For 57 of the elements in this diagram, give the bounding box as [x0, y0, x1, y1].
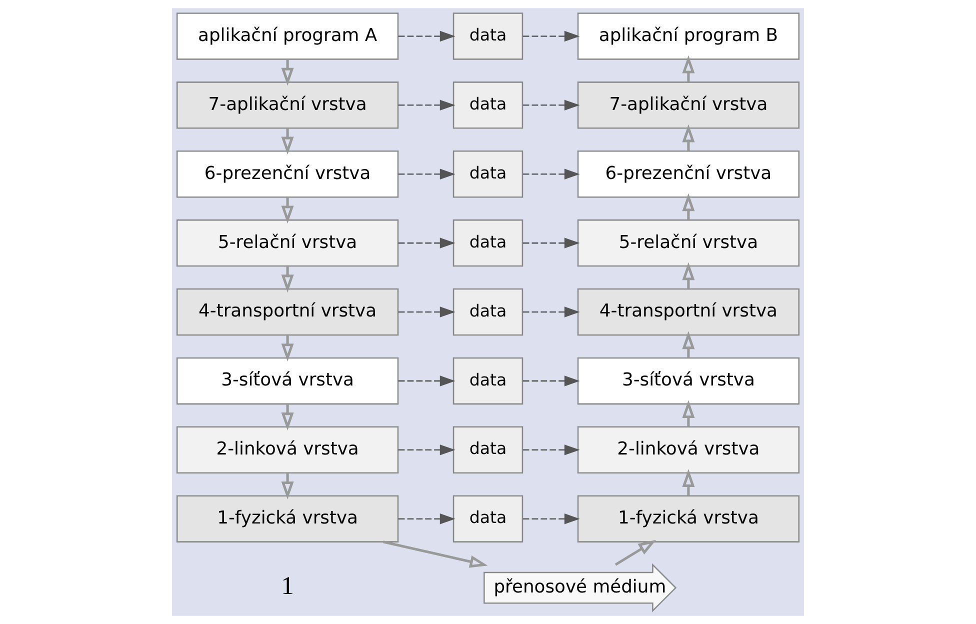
arrow	[398, 306, 456, 318]
node-box: 5-relační vrstva	[577, 219, 800, 267]
node-box: 4-transportní vrstva	[577, 288, 800, 336]
arrow	[682, 400, 695, 427]
arrow	[522, 376, 580, 386]
arrow	[398, 376, 456, 386]
node-box: data	[452, 219, 524, 267]
label: 1	[281, 571, 294, 600]
arrow	[522, 513, 580, 524]
arrow	[522, 444, 580, 456]
node-box: 3-síťová vrstva	[176, 357, 399, 405]
node-box: data	[452, 12, 524, 60]
arrow	[281, 128, 294, 155]
node-box: data	[452, 426, 524, 474]
arrow	[522, 306, 580, 318]
node-box: 1-fyzická vrstva	[176, 495, 399, 542]
arrow	[682, 262, 695, 289]
node-box: 4-transportní vrstva	[176, 288, 399, 336]
arrow	[398, 100, 456, 111]
arrow	[281, 335, 294, 362]
node-box: aplikační program B	[577, 12, 800, 60]
arrow	[398, 168, 456, 180]
node-box: data	[452, 82, 524, 129]
arrow	[281, 404, 294, 430]
arrow	[398, 30, 456, 42]
arrow	[522, 238, 580, 248]
node-box: 2-linková vrstva	[176, 426, 399, 474]
node-box: 6-prezenční vrstva	[577, 150, 800, 198]
node-box: 7-aplikační vrstva	[577, 82, 800, 129]
arrow	[682, 193, 695, 220]
arrow	[682, 124, 695, 151]
node-box: aplikační program A	[176, 12, 399, 60]
node-box: 2-linková vrstva	[577, 426, 800, 474]
arrow	[398, 238, 456, 248]
arrow	[522, 30, 580, 42]
node-box: 7-aplikační vrstva	[176, 82, 399, 129]
node-box: data	[452, 495, 524, 542]
arrow	[398, 513, 456, 524]
arrow	[281, 59, 294, 86]
arrow	[614, 540, 656, 566]
arrow	[522, 100, 580, 111]
arrow	[398, 444, 456, 456]
arrow	[682, 55, 695, 82]
arrow	[281, 197, 294, 224]
node-box: 1-fyzická vrstva	[577, 495, 800, 542]
node-box: 3-síťová vrstva	[577, 357, 800, 405]
node-box: data	[452, 150, 524, 198]
node-box: 5-relační vrstva	[176, 219, 399, 267]
arrow	[281, 266, 294, 293]
node-box: data	[452, 288, 524, 336]
arrow	[281, 472, 294, 500]
node-box: data	[452, 357, 524, 405]
arrow	[682, 469, 695, 496]
node-box: 6-prezenční vrstva	[176, 150, 399, 198]
arrow	[522, 168, 580, 180]
arrow	[383, 540, 488, 568]
arrow	[682, 331, 695, 358]
